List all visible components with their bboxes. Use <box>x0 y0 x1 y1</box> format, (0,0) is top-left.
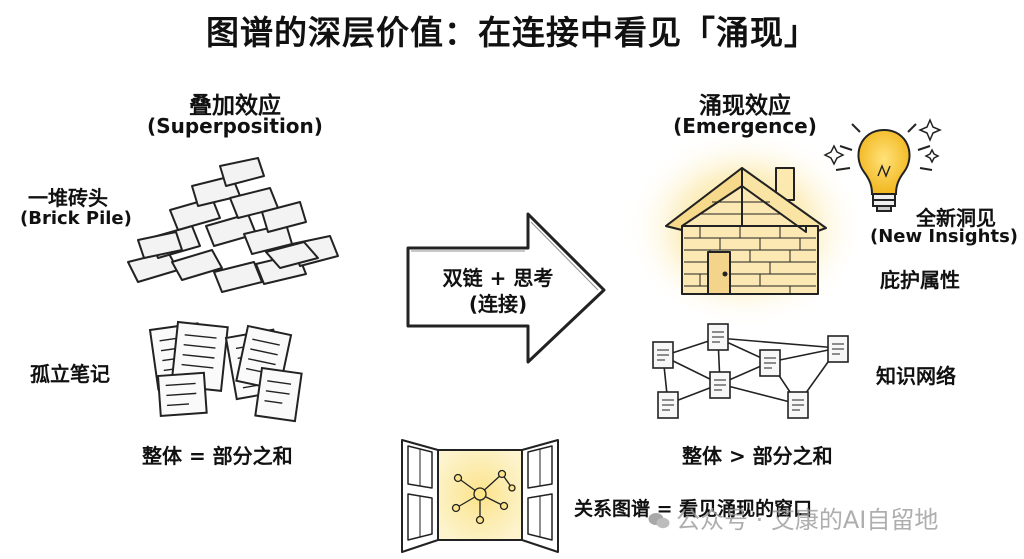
watermark-text: 公众号 · 艾康的AI自留地 <box>676 506 939 534</box>
superposition-heading: 叠加效应 <box>189 93 281 119</box>
knowledge-network-label: 知识网络 <box>876 364 956 388</box>
window-caption: 关系图谱 = 看见涌现的窗口 <box>574 498 813 520</box>
knowledge-network-icon <box>652 323 849 419</box>
brick-pile-label-en: (Brick Pile) <box>20 208 132 229</box>
arrow-label: 双链 + 思考 <box>442 266 554 290</box>
brick-pile-icon <box>127 157 339 293</box>
superposition-formula: 整体 = 部分之和 <box>142 444 293 468</box>
emergence-formula: 整体 > 部分之和 <box>682 444 833 468</box>
brick-pile-label: 一堆砖头 <box>28 186 108 210</box>
scattered-notes-icon <box>148 320 303 423</box>
sparkle-icon <box>823 118 942 166</box>
isolated-notes-label: 孤立笔记 <box>30 362 110 386</box>
arrow-sublabel: (连接) <box>468 292 528 316</box>
shelter-property-label: 庇护属性 <box>880 268 960 292</box>
light-bulb-icon <box>835 123 933 212</box>
wechat-icon <box>648 513 670 529</box>
page-title: 图谱的深层价值：在连接中看见「涌现」 <box>206 13 818 52</box>
house-icon <box>665 167 827 295</box>
new-insights-label-en: (New Insights) <box>870 226 1019 247</box>
emergence-heading-en: (Emergence) <box>673 114 817 138</box>
superposition-heading-en: (Superposition) <box>147 114 323 138</box>
new-insights-label: 全新洞见 <box>916 206 996 230</box>
emergence-heading: 涌现效应 <box>699 93 791 119</box>
open-window-icon <box>401 439 559 553</box>
